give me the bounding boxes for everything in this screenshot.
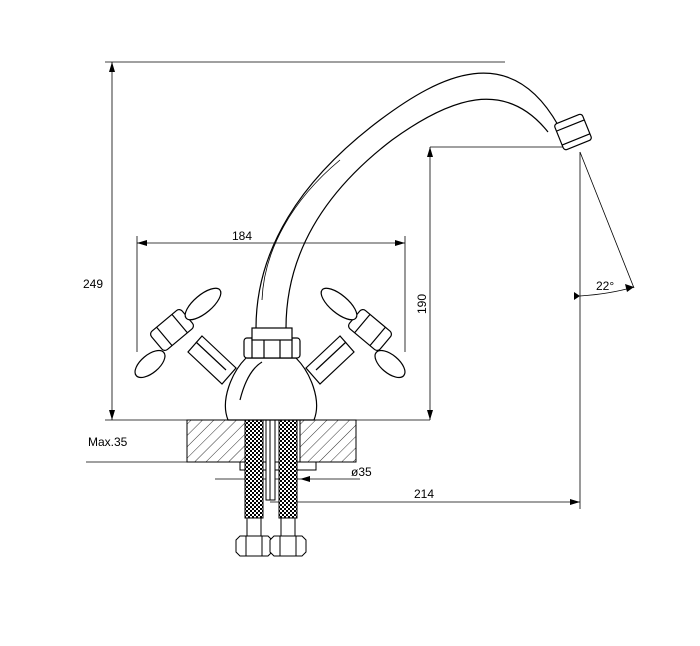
countertop-section [186,419,357,471]
dimension-arrows [109,62,634,505]
right-handle [305,287,406,385]
hole-diameter-label: ø35 [351,465,372,479]
spout [255,72,592,329]
left-handle [134,287,237,385]
handle-span-label: 184 [232,229,252,243]
faucet-body [224,327,318,421]
max-counter-label: Max.35 [88,435,128,449]
height-total-label: 249 [83,277,103,291]
dimension-lines [86,61,635,509]
supply-hoses [235,419,307,557]
spout-reach-label: 214 [414,487,434,501]
spout-height-label: 190 [415,294,429,314]
spout-angle-label: 22° [596,279,614,293]
